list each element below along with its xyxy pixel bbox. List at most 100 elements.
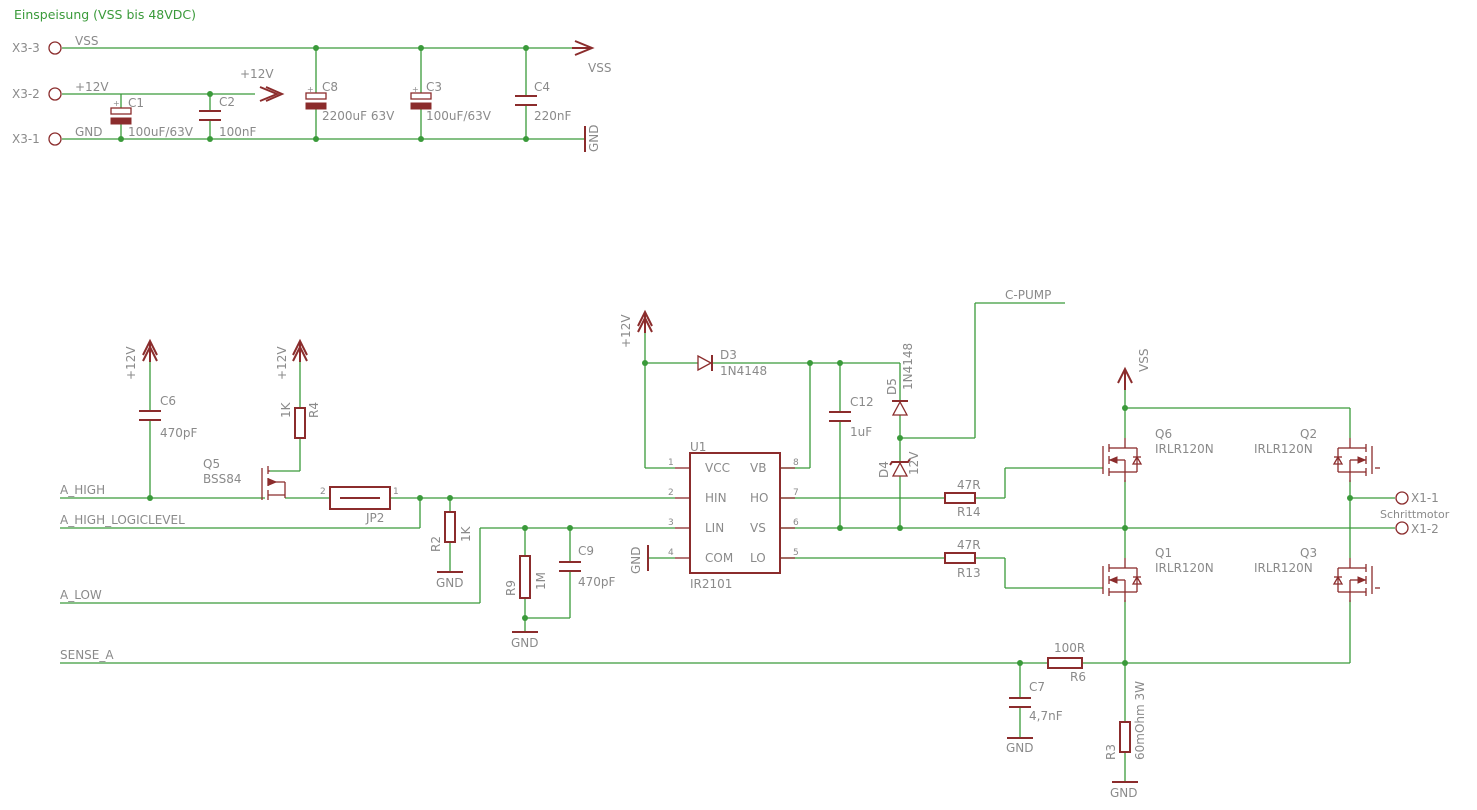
r14-value: 47R (957, 478, 981, 492)
u1-pin-num: 3 (668, 518, 674, 528)
c6-name: C6 (160, 394, 176, 408)
jp2-name: JP2 (365, 511, 384, 525)
capacitor-c7[interactable] (1009, 697, 1031, 708)
u1-pin-num: 5 (793, 548, 799, 558)
capacitor-c1[interactable]: + (110, 99, 132, 125)
r9-name: R9 (504, 580, 518, 596)
mosfet-q6[interactable] (1102, 437, 1142, 483)
connector-x1-1[interactable]: X1-1 (1395, 491, 1439, 505)
d3-value: 1N4148 (720, 364, 767, 378)
vss-supply-arrow-icon (572, 40, 595, 56)
net-label-a-high: A_HIGH (60, 483, 105, 497)
connector-x1-2[interactable]: X1-2 (1395, 521, 1439, 536)
u1-pin-label: LIN (705, 521, 724, 535)
connector-label: X3-3 (12, 41, 40, 55)
p12v-supply-label: +12V (240, 67, 274, 81)
capacitor-c12[interactable] (829, 411, 851, 422)
c1-value: 100uF/63V (128, 125, 194, 139)
connector-pad-icon (48, 41, 62, 55)
capacitor-c9[interactable] (559, 561, 581, 572)
u1-pin-num: 6 (793, 518, 799, 528)
r13-value: 47R (957, 538, 981, 552)
mosfet-gate-leads (1375, 467, 1380, 589)
capacitor-c4[interactable] (515, 95, 537, 106)
connector-x3-3[interactable]: X3-3 (12, 41, 62, 55)
c3-name: C3 (426, 80, 442, 94)
u1-pin-label: VS (750, 521, 766, 535)
u1-pin-label: HO (750, 491, 768, 505)
zener-diode-d4[interactable] (889, 458, 911, 477)
r3-value: 60mOhm 3W (1133, 681, 1147, 760)
motor-label: Schrittmotor (1380, 508, 1450, 521)
jp2-pin1: 1 (393, 487, 399, 497)
r4-value: 1K (279, 401, 293, 418)
net-label-a-low: A_LOW (60, 588, 102, 602)
u1-pin-num: 8 (793, 458, 799, 468)
connector-label: X1-2 (1411, 522, 1439, 536)
u1-pin-label: LO (750, 551, 766, 565)
q5-value: BSS84 (203, 472, 242, 486)
u1-pin-num: 4 (668, 548, 674, 558)
capacitor-c3[interactable]: + (410, 85, 432, 110)
resistor-r9[interactable] (519, 555, 531, 599)
net-label-c-pump: C-PUMP (1005, 288, 1051, 302)
r2-name: R2 (429, 536, 443, 552)
c2-name: C2 (219, 95, 235, 109)
vss-arrow-icon (1117, 366, 1133, 390)
net-label-gnd: GND (75, 125, 103, 139)
u1-pin-num: 7 (793, 488, 799, 498)
gnd-label-u1: GND (629, 546, 643, 574)
r13-name: R13 (957, 566, 981, 580)
r2-value: 1K (459, 525, 473, 542)
net-label-a-high-logiclevel: A_HIGH_LOGICLEVEL (60, 513, 185, 527)
driver-wires (60, 302, 1395, 782)
c7-name: C7 (1029, 680, 1045, 694)
driver-junctions (147, 360, 1353, 666)
capacitor-c8[interactable]: + (305, 85, 327, 110)
connector-label: X3-1 (12, 132, 40, 146)
ic-u1[interactable] (675, 452, 795, 574)
resistor-r2[interactable] (444, 511, 456, 543)
connector-pad-icon (1395, 491, 1409, 505)
gnd-label-r9: GND (511, 636, 539, 650)
plus-marker: + (412, 85, 419, 94)
capacitor-c6[interactable] (139, 410, 161, 421)
jumper-jp2[interactable] (329, 486, 391, 510)
diode-d3[interactable] (697, 354, 713, 372)
d4-name: D4 (877, 461, 891, 478)
transistor-q5[interactable] (261, 466, 286, 500)
p12v-arrow-icon (292, 338, 308, 362)
resistor-r13[interactable] (944, 552, 976, 564)
connector-pad-icon (48, 132, 62, 146)
diode-d5[interactable] (891, 400, 909, 416)
connector-x3-1[interactable]: X3-1 (12, 132, 62, 146)
power-junctions (118, 45, 529, 142)
mosfet-q2[interactable] (1333, 437, 1373, 483)
q3-value: IRLR120N (1254, 561, 1313, 575)
c12-value: 1uF (850, 425, 872, 439)
c4-value: 220nF (534, 109, 572, 123)
resistor-r14[interactable] (944, 492, 976, 504)
plus-marker: + (113, 99, 120, 108)
vss-label-bridge: VSS (1137, 349, 1151, 372)
resistor-r3[interactable] (1119, 721, 1131, 753)
c3-value: 100uF/63V (426, 109, 492, 123)
connector-pad-icon (1395, 521, 1409, 535)
q3-name: Q3 (1300, 546, 1317, 560)
net-label-vss: VSS (75, 34, 98, 48)
capacitor-c2[interactable] (199, 110, 221, 121)
resistor-r6[interactable] (1047, 657, 1083, 669)
r9-value: 1M (534, 572, 548, 590)
net-label-sense-a: SENSE_A (60, 648, 114, 662)
u1-left-pins: 1 VCC 2 HIN 3 LIN 4 COM (668, 458, 733, 565)
c8-value: 2200uF 63V (322, 109, 395, 123)
connector-x3-2[interactable]: X3-2 (12, 87, 62, 101)
p12v-label-u1: +12V (619, 314, 633, 348)
resistor-r4[interactable] (294, 407, 306, 439)
q5-name: Q5 (203, 457, 220, 471)
connector-label: X3-2 (12, 87, 40, 101)
p12v-arrow-icon (637, 309, 653, 333)
mosfet-q3[interactable] (1333, 557, 1373, 603)
mosfet-q1[interactable] (1102, 557, 1142, 603)
